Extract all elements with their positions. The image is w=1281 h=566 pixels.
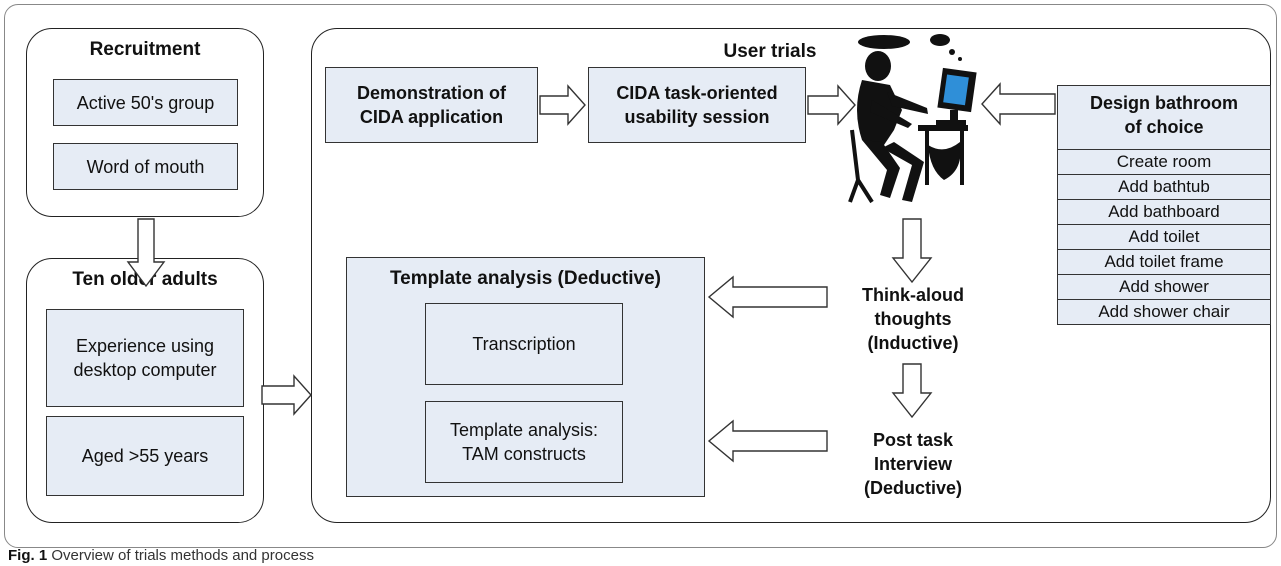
design-bathroom-box: Design bathroom of choice Create room Ad… xyxy=(1057,85,1271,301)
task-add-shower-chair: Add shower chair xyxy=(1057,299,1271,325)
arrow-recruitment-to-participants xyxy=(126,218,166,288)
tam-constructs-box: Template analysis: TAM constructs xyxy=(425,401,623,483)
usability-session-box: CIDA task-oriented usability session xyxy=(588,67,806,143)
participants-item-age: Aged >55 years xyxy=(46,416,244,496)
interview-label: Post task Interview (Deductive) xyxy=(863,430,962,498)
template-analysis-box: Template analysis (Deductive) Transcript… xyxy=(346,257,705,497)
person-at-computer-icon xyxy=(848,34,977,204)
task-add-bathtub: Add bathtub xyxy=(1058,174,1270,199)
arrow-session-to-person xyxy=(807,84,856,126)
transcription-box: Transcription xyxy=(425,303,623,385)
task-add-shower-chair-label: Add shower chair xyxy=(1098,302,1230,321)
task-add-shower: Add shower xyxy=(1058,274,1270,299)
task-create-room: Create room xyxy=(1058,149,1270,174)
design-bathroom-title: Design bathroom of choice xyxy=(1089,93,1238,137)
arrow-thinkaloud-to-interview xyxy=(891,363,933,419)
arrow-demo-to-session xyxy=(539,84,586,126)
think-aloud-label: Think-aloud thoughts (Inductive) xyxy=(862,285,964,353)
task-add-bathboard: Add bathboard xyxy=(1058,199,1270,224)
caption-label: Fig. 1 xyxy=(8,547,48,564)
participants-item-experience: Experience using desktop computer xyxy=(46,309,244,407)
recruitment-item-word-of-mouth: Word of mouth xyxy=(53,143,238,190)
demo-box: Demonstration of CIDA application xyxy=(325,67,538,143)
recruitment-title: Recruitment xyxy=(89,39,201,60)
participants-panel: Ten older adults Experience using deskto… xyxy=(26,258,264,523)
recruitment-panel: Recruitment Active 50's group Word of mo… xyxy=(26,28,264,217)
arrow-design-to-person xyxy=(981,82,1056,126)
arrow-interview-to-analysis xyxy=(707,419,828,463)
arrow-person-to-thinkaloud xyxy=(891,218,933,284)
task-add-toilet: Add toilet xyxy=(1058,224,1270,249)
figure-caption: Fig. 1 Overview of trials methods and pr… xyxy=(8,547,314,564)
user-trials-title: User trials xyxy=(723,41,817,62)
template-analysis-title: Template analysis (Deductive) xyxy=(389,268,662,289)
arrow-participants-to-trials xyxy=(261,374,312,416)
arrow-thinkaloud-to-analysis xyxy=(707,275,828,319)
caption-text: Overview of trials methods and process xyxy=(51,547,314,564)
recruitment-item-active-group: Active 50's group xyxy=(53,79,238,126)
task-add-toilet-frame: Add toilet frame xyxy=(1058,249,1270,274)
